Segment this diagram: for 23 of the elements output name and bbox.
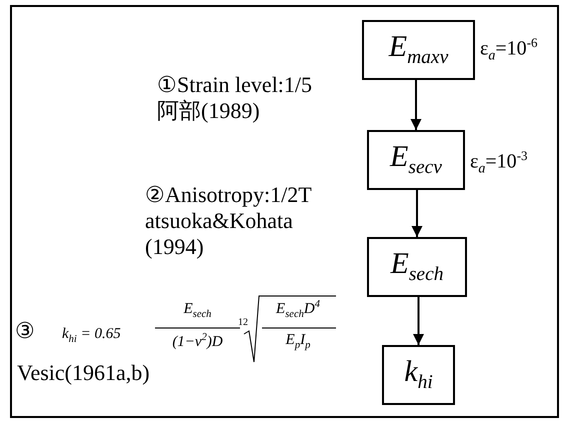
formula-text: E$_{p}$I$_{p}$ xyxy=(284,333,312,352)
symbol-label: E$_{secv}$ xyxy=(390,142,442,178)
strain-label: ε$_{a}$=10$^{-6}$ xyxy=(480,35,538,65)
arrow xyxy=(410,80,422,130)
annotation-text: ②Anisotropy:1/2T atsuoka&Kohata (1994) xyxy=(145,182,312,260)
reference-text: Vesic(1961a,b) xyxy=(17,360,150,386)
process-box xyxy=(367,130,465,190)
root-index: 12 xyxy=(238,318,248,328)
symbol-label: k$_{hi}$ xyxy=(404,357,433,393)
process-box xyxy=(382,345,455,405)
formula-text: E$_{sech}$D$^{4}$ xyxy=(274,300,321,320)
callout-number: ③ xyxy=(15,318,35,344)
arrow xyxy=(412,190,422,237)
formula-text: (1−ν$^{2}$)D xyxy=(171,333,224,350)
arrow xyxy=(413,297,424,345)
symbol-label: E$_{maxv}$ xyxy=(388,32,448,68)
annotation-text: ①Strain level:1/5 阿部(1989) xyxy=(157,72,314,124)
formula-text: k$_{hi}$ = 0.65 xyxy=(62,327,121,346)
symbol-label: E$_{sech}$ xyxy=(390,249,444,285)
process-box xyxy=(367,237,467,297)
formula-text: E$_{sech}$ xyxy=(182,302,212,320)
strain-label: ε$_{a}$=10$^{-3}$ xyxy=(470,148,528,178)
process-box xyxy=(362,20,475,80)
